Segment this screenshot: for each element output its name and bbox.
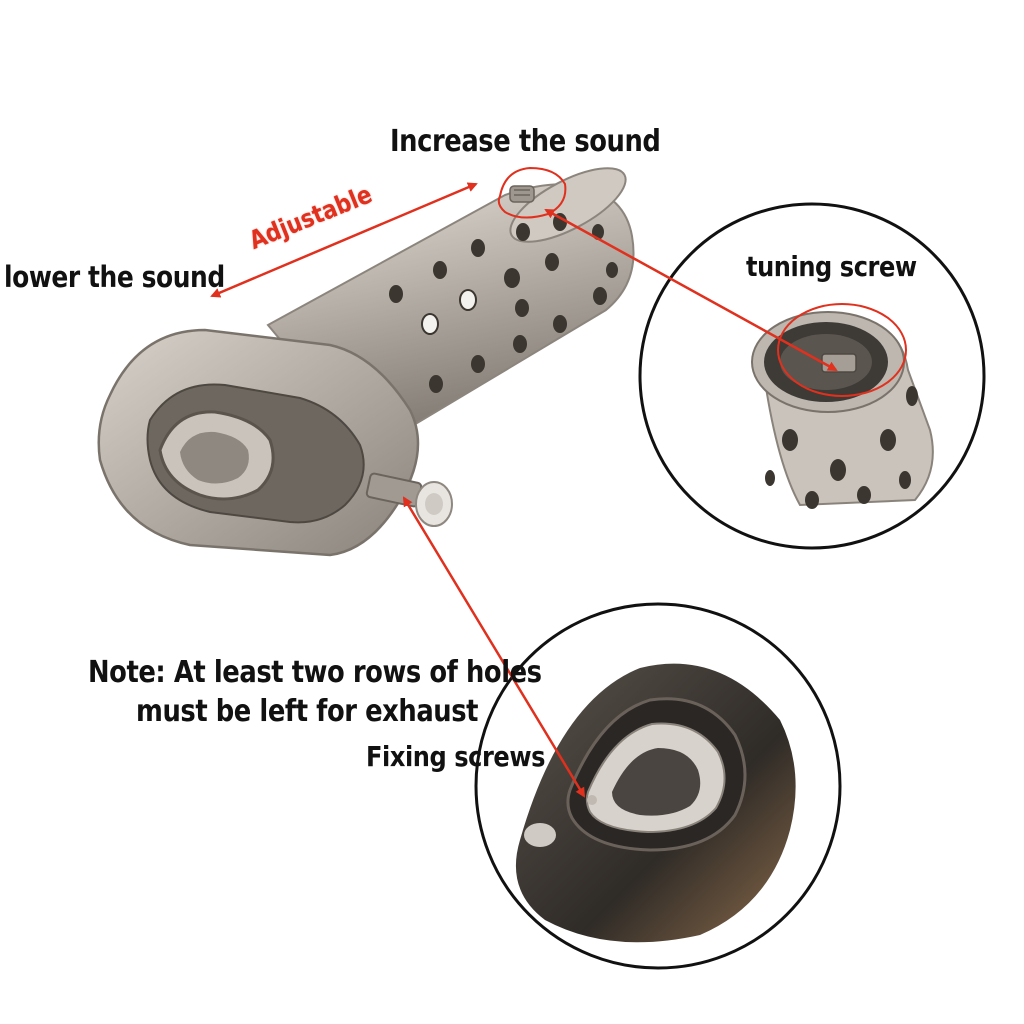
tuning-screw-arrow [544,208,838,372]
annotation-arrows [210,166,838,798]
fixing-screws-label: Fixing screws [366,740,546,773]
adjustable-arrow [210,182,478,298]
increase-sound-label: Increase the sound [390,124,661,159]
tuning-screw-on-tube [509,185,535,203]
end-cap-callout [474,602,842,970]
db-killer-product [97,167,635,557]
note-line-2: must be left for exhaust [136,694,479,729]
flange [97,328,420,557]
tuning-screw-label: tuning screw [746,250,917,283]
tuning-screw-highlight-ring [497,166,567,219]
note-line-1: Note: At least two rows of holes [88,655,542,690]
lower-sound-label: lower the sound [4,260,225,294]
fixing-screw-arrow [402,496,586,798]
